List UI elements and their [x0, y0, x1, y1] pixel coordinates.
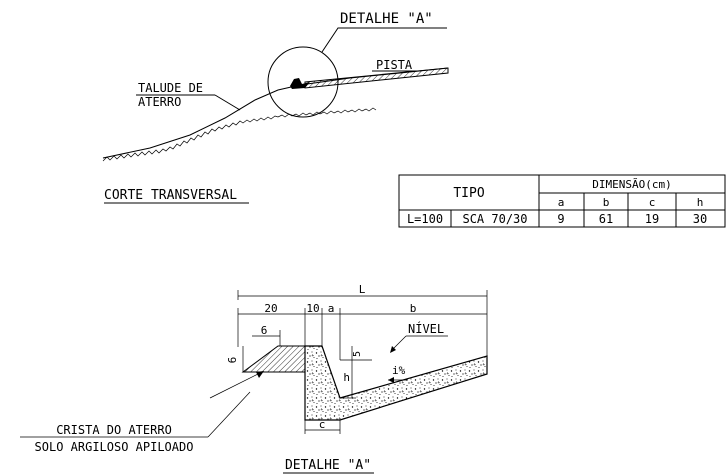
- soil-leader: [207, 391, 251, 438]
- dimension-table: TIPO DIMENSÃO(cm) a b c h L=100 SCA 70/3…: [398, 174, 726, 228]
- slope-label-line1: TALUDE DE: [138, 81, 203, 95]
- table-row-b: 61: [599, 212, 613, 226]
- concrete-gutter: [304, 345, 488, 421]
- table-col-b: b: [603, 196, 610, 209]
- dim-label-c: c: [319, 418, 326, 431]
- cross-section-caption: CORTE TRANSVERSAL: [104, 188, 237, 203]
- dim-label-h: h: [343, 371, 350, 384]
- detail-callout-leader: [321, 27, 447, 53]
- table-row-a: 9: [557, 212, 564, 226]
- embankment-ground-texture: [102, 107, 377, 162]
- slope-label-line2: ATERRO: [138, 95, 181, 109]
- pavement-label: PISTA: [376, 58, 413, 72]
- detail-callout-label: DETALHE "A": [340, 11, 433, 27]
- cross-section: DETALHE "A" PISTA TALUDE DE ATERRO CORTE…: [102, 11, 449, 204]
- dim-label-5: 5: [352, 351, 363, 357]
- soil-label: SOLO ARGILOSO APILOADO: [35, 440, 194, 454]
- dim-label-b: b: [410, 302, 417, 315]
- level-leader: [391, 335, 407, 351]
- table-col-h: h: [697, 196, 704, 209]
- dim-label-L: L: [359, 283, 366, 296]
- dim-label-6-top: 6: [261, 324, 268, 337]
- slope-label-leader: [214, 94, 241, 111]
- detail-circle: [267, 46, 339, 118]
- table-row-length: L=100: [407, 212, 443, 226]
- slope-percent-label: i%: [392, 364, 406, 377]
- slope-arrow-head: [388, 377, 394, 383]
- detail-a: L 20 10 a b 6 6 5 h c NÍVEL: [20, 283, 488, 474]
- dim-label-a: a: [328, 302, 335, 315]
- detail-caption: DETALHE "A": [285, 458, 371, 473]
- table-dimension-header: DIMENSÃO(cm): [592, 178, 671, 191]
- dim-label-6-side: 6: [226, 357, 239, 364]
- dim-label-20: 20: [264, 302, 277, 315]
- crest-leader: [209, 371, 263, 399]
- embankment-crest: [241, 345, 306, 373]
- table-row-type: SCA 70/30: [462, 212, 527, 226]
- table-col-c: c: [649, 196, 656, 209]
- table-type-header: TIPO: [453, 186, 484, 201]
- level-label: NÍVEL: [408, 321, 444, 336]
- crest-label: CRISTA DO ATERRO: [56, 423, 172, 437]
- crest-arrow: [256, 371, 264, 378]
- level-arrow: [390, 346, 396, 353]
- table-col-a: a: [558, 196, 565, 209]
- drainage-profile-small: [290, 78, 310, 89]
- table-row-c: 19: [645, 212, 659, 226]
- table-row-h: 30: [693, 212, 707, 226]
- dim-label-10: 10: [306, 302, 319, 315]
